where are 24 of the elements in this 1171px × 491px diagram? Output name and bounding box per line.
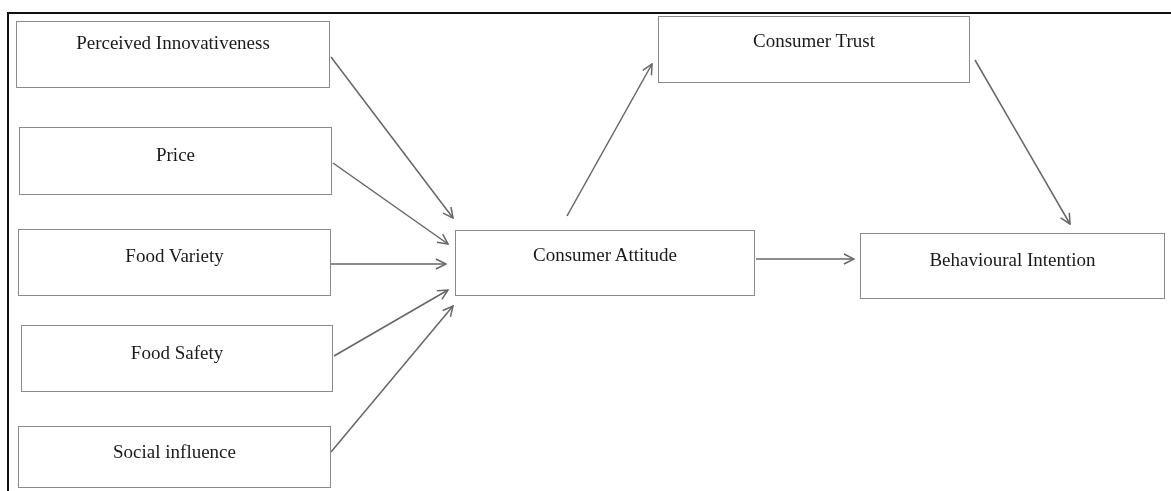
arrow xyxy=(330,305,454,453)
box-label: Consumer Trust xyxy=(753,30,875,52)
box-label: Behavioural Intention xyxy=(929,249,1096,271)
concept-box xyxy=(658,16,970,83)
concept-box xyxy=(16,21,330,88)
concept-box xyxy=(21,325,333,392)
arrow xyxy=(333,289,449,357)
arrow xyxy=(566,63,653,217)
arrow xyxy=(330,258,447,270)
arrow xyxy=(974,59,1071,225)
arrow xyxy=(755,253,855,265)
box-label: Food Variety xyxy=(125,245,224,267)
concept-box xyxy=(18,229,331,296)
concept-box xyxy=(19,127,332,195)
box-label: Consumer Attitude xyxy=(532,244,678,266)
concept-box xyxy=(455,230,755,296)
box-label: Food Safety xyxy=(130,342,224,364)
box-label: Price xyxy=(155,144,195,166)
concept-box xyxy=(18,426,331,488)
arrow xyxy=(330,56,454,219)
concept-box xyxy=(860,233,1165,299)
arrow xyxy=(332,162,449,245)
box-label: Social influence xyxy=(113,441,236,463)
box-label: Perceived Innovativeness xyxy=(76,32,270,54)
